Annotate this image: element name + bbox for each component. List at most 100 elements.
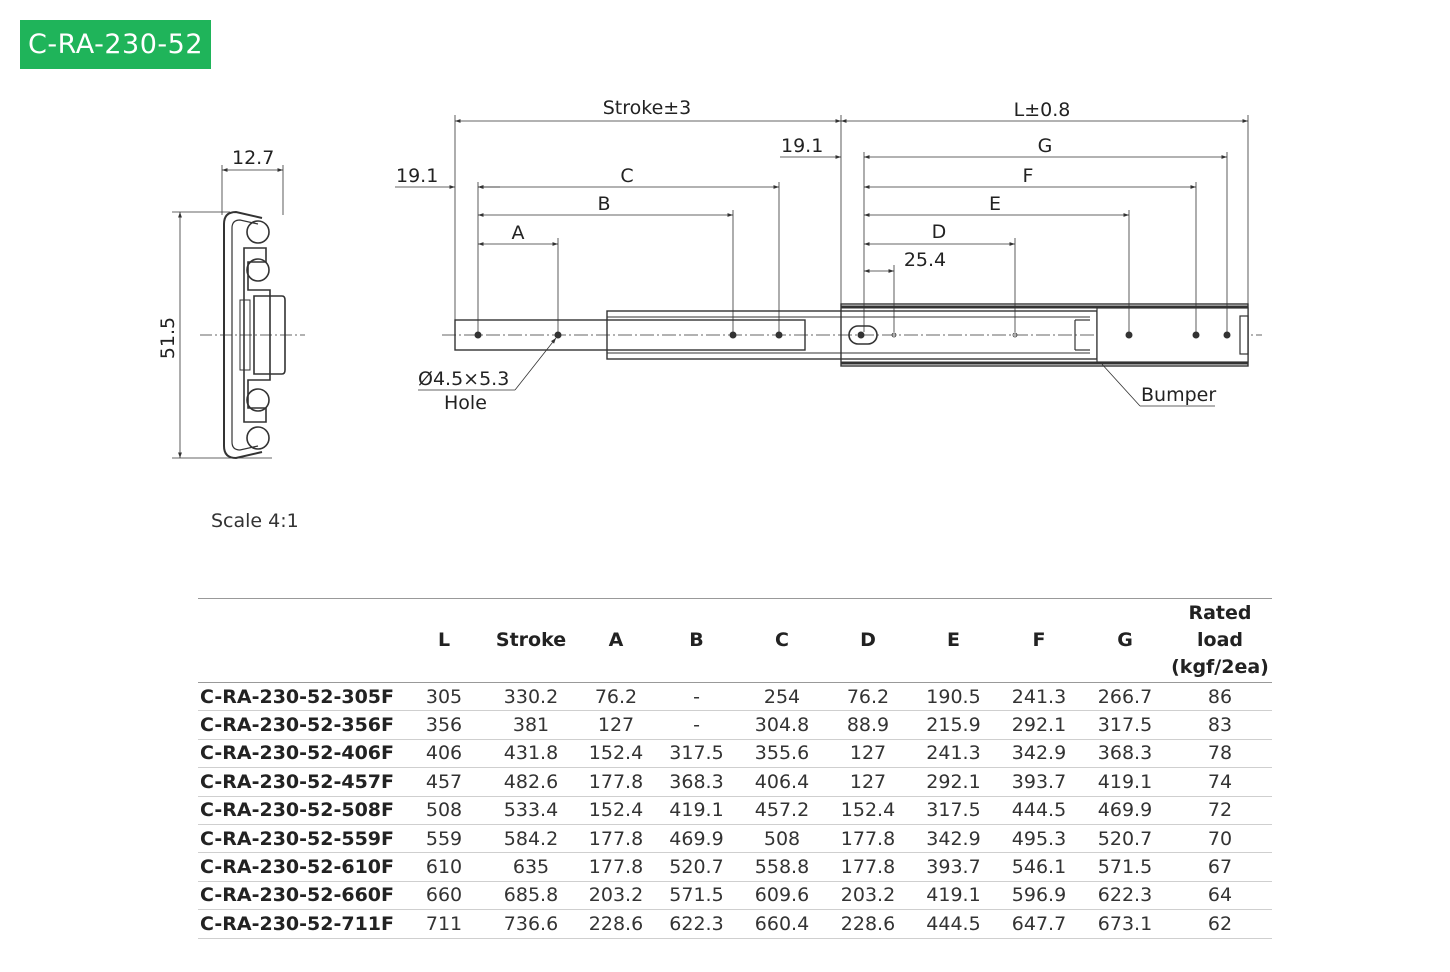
value-cell: 83 (1168, 710, 1272, 740)
value-cell: 469.9 (654, 824, 739, 854)
section-height-dim: 51.5 (157, 317, 179, 359)
value-cell: 190.5 (911, 682, 996, 712)
value-cell: 342.9 (996, 739, 1082, 769)
dim-stroke: Stroke±3 (603, 97, 692, 119)
value-cell: 457 (404, 767, 484, 797)
header-rated-load: Rated load (kgf/2ea) (1168, 598, 1272, 683)
value-cell: 228.6 (825, 909, 911, 939)
value-cell: 292.1 (911, 767, 996, 797)
value-cell: 444.5 (996, 796, 1082, 825)
value-cell: 356 (404, 710, 484, 740)
header-rated-load-line2: (kgf/2ea) (1171, 656, 1269, 678)
side-view (442, 303, 1262, 367)
header-rated-load-line1: Rated load (1188, 602, 1252, 651)
value-cell: 673.1 (1082, 909, 1168, 939)
header-a: A (578, 598, 654, 683)
value-cell: 368.3 (654, 767, 739, 797)
value-cell: 508 (739, 824, 825, 854)
value-cell: 355.6 (739, 739, 825, 769)
dimension-lines (395, 115, 1249, 407)
header-e: E (911, 598, 996, 683)
value-cell: 406 (404, 739, 484, 769)
model-cell: C-RA-230-52-508F (198, 796, 404, 825)
scale-label: Scale 4:1 (211, 510, 299, 532)
dim-e: E (989, 193, 1001, 215)
value-cell: 609.6 (739, 881, 825, 911)
value-cell: 76.2 (578, 682, 654, 712)
value-cell: 419.1 (911, 881, 996, 911)
value-cell: 431.8 (484, 739, 578, 769)
value-cell: 228.6 (578, 909, 654, 939)
value-cell: 520.7 (654, 852, 739, 882)
dim-offset-mid: 19.1 (781, 135, 823, 157)
value-cell: 177.8 (825, 824, 911, 854)
value-cell: 393.7 (996, 767, 1082, 797)
value-cell: 127 (825, 739, 911, 769)
value-cell: 127 (578, 710, 654, 740)
value-cell: 610 (404, 852, 484, 882)
value-cell: 215.9 (911, 710, 996, 740)
value-cell: 241.3 (911, 739, 996, 769)
header-stroke: Stroke (484, 598, 578, 683)
model-cell: C-RA-230-52-711F (198, 909, 404, 939)
section-width-dim: 12.7 (232, 147, 274, 169)
value-cell: 64 (1168, 881, 1272, 911)
value-cell: 444.5 (911, 909, 996, 939)
value-cell: 546.1 (996, 852, 1082, 882)
value-cell: 74 (1168, 767, 1272, 797)
dim-pitch: 25.4 (904, 249, 946, 271)
value-cell: 559 (404, 824, 484, 854)
value-cell: 177.8 (578, 852, 654, 882)
value-cell: 127 (825, 767, 911, 797)
value-cell: 317.5 (654, 739, 739, 769)
dim-f: F (1023, 165, 1034, 187)
model-cell: C-RA-230-52-559F (198, 824, 404, 854)
value-cell: 62 (1168, 909, 1272, 939)
spec-table: L Stroke A B C D E F G Rated load(kgf/2e… (198, 598, 1272, 939)
value-cell: 72 (1168, 796, 1272, 825)
value-cell: 305 (404, 682, 484, 712)
value-cell: 254 (739, 682, 825, 712)
value-cell: 177.8 (578, 824, 654, 854)
value-cell: 622.3 (1082, 881, 1168, 911)
value-cell: 342.9 (911, 824, 996, 854)
value-cell: 736.6 (484, 909, 578, 939)
model-cell: C-RA-230-52-305F (198, 682, 404, 712)
value-cell: 571.5 (1082, 852, 1168, 882)
value-cell: 292.1 (996, 710, 1082, 740)
value-cell: 203.2 (578, 881, 654, 911)
value-cell: 622.3 (654, 909, 739, 939)
value-cell: 647.7 (996, 909, 1082, 939)
value-cell: 596.9 (996, 881, 1082, 911)
value-cell: 520.7 (1082, 824, 1168, 854)
value-cell: 711 (404, 909, 484, 939)
value-cell: 317.5 (911, 796, 996, 825)
value-cell: 152.4 (578, 739, 654, 769)
value-cell: 177.8 (578, 767, 654, 797)
value-cell: 78 (1168, 739, 1272, 769)
value-cell: 660 (404, 881, 484, 911)
value-cell: 660.4 (739, 909, 825, 939)
technical-drawing: 12.7 51.5 (157, 97, 1262, 460)
model-cell: C-RA-230-52-457F (198, 767, 404, 797)
value-cell: - (654, 710, 739, 740)
value-cell: 495.3 (996, 824, 1082, 854)
dim-d: D (932, 221, 947, 243)
model-cell: C-RA-230-52-660F (198, 881, 404, 911)
value-cell: 266.7 (1082, 682, 1168, 712)
hole-size-label: Ø4.5×5.3 (418, 368, 509, 390)
value-cell: 571.5 (654, 881, 739, 911)
value-cell: 558.8 (739, 852, 825, 882)
cross-section-view (172, 165, 305, 460)
dim-a: A (512, 222, 525, 244)
value-cell: 368.3 (1082, 739, 1168, 769)
dim-g: G (1038, 135, 1053, 157)
value-cell: 203.2 (825, 881, 911, 911)
bumper-label: Bumper (1141, 384, 1216, 406)
